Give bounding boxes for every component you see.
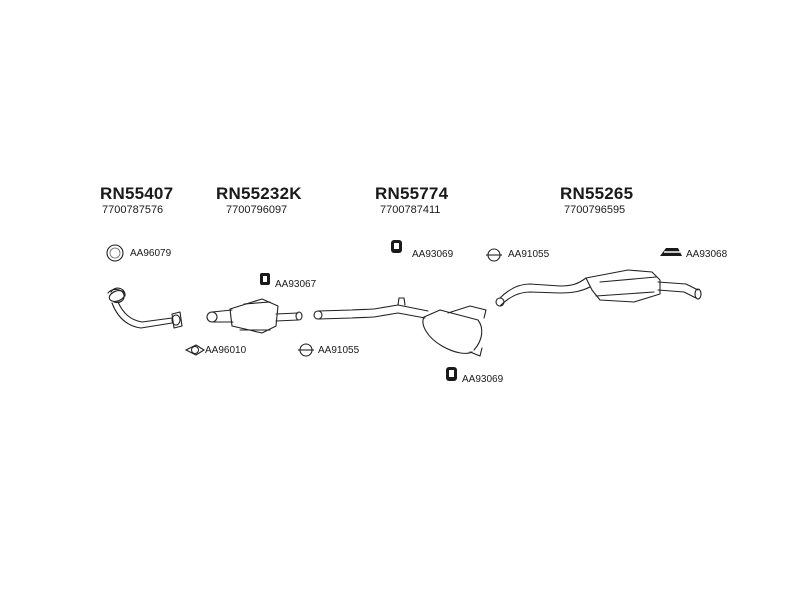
accessory-ref[interactable]: AA93068 bbox=[686, 249, 728, 260]
accessory-ref[interactable]: AA91055 bbox=[318, 345, 360, 356]
flange-gasket-icon bbox=[184, 344, 206, 356]
oe-number: 7700787411 bbox=[380, 204, 441, 216]
section-code: RN55265 bbox=[560, 184, 634, 203]
accessory-ref[interactable]: AA91055 bbox=[508, 249, 550, 260]
accessory-ref[interactable]: AA96010 bbox=[205, 345, 247, 356]
intermediate-silencer-part[interactable] bbox=[313, 297, 487, 357]
front-pipe-part[interactable] bbox=[107, 287, 183, 329]
rubber-mount-icon bbox=[391, 240, 402, 253]
section-code: RN55774 bbox=[375, 184, 449, 203]
rubber-mount-icon bbox=[446, 367, 457, 381]
rear-silencer-part[interactable] bbox=[495, 269, 702, 307]
section-code: RN55232K bbox=[216, 184, 302, 203]
oe-number: 7700796595 bbox=[564, 204, 626, 216]
accessory-ref[interactable]: AA96079 bbox=[130, 248, 172, 259]
ring-gasket-icon bbox=[106, 244, 124, 262]
hanger-bracket-icon bbox=[660, 248, 682, 256]
oe-number: 7700796097 bbox=[226, 204, 288, 216]
section-code: RN55407 bbox=[100, 184, 174, 203]
accessory-ref[interactable]: AA93069 bbox=[462, 374, 504, 385]
catalytic-converter-part[interactable] bbox=[206, 298, 303, 334]
accessory-ref[interactable]: AA93069 bbox=[412, 249, 454, 260]
pipe-clamp-icon bbox=[298, 343, 314, 357]
rubber-mount-icon bbox=[260, 273, 270, 285]
oe-number: 7700787576 bbox=[102, 204, 164, 216]
accessory-ref[interactable]: AA93067 bbox=[275, 279, 317, 290]
pipe-clamp-icon bbox=[486, 248, 502, 262]
